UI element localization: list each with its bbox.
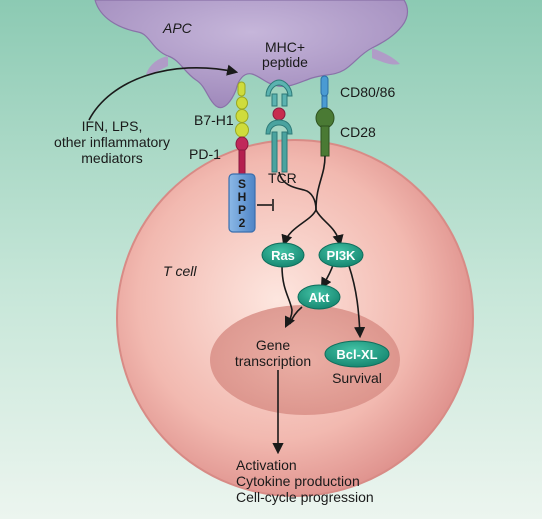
inflammatory-label-line2: other inflammatory	[54, 134, 170, 150]
shp2-digit-2: 2	[239, 216, 246, 230]
outcome-line2: Cytokine production	[236, 473, 360, 489]
inflammatory-label-line1: IFN, LPS,	[82, 118, 143, 134]
node-bclxl-label: Bcl-XL	[336, 347, 377, 362]
shp2-phosphatase: S H P 2	[228, 173, 256, 233]
node-ras-label: Ras	[271, 248, 295, 263]
pd1-label: PD-1	[189, 146, 221, 162]
node-akt-label: Akt	[309, 290, 331, 305]
node-pi3k: PI3K	[318, 242, 364, 268]
tcr-label: TCR	[268, 170, 297, 186]
cd28-label: CD28	[340, 124, 376, 140]
cd8086-label: CD80/86	[340, 84, 395, 100]
cd8086-ligand	[320, 75, 329, 109]
node-bclxl: Bcl-XL	[324, 340, 390, 368]
outcome-line3: Cell-cycle progression	[236, 489, 374, 505]
apc-label: APC	[162, 20, 193, 36]
b7h1-ligand	[235, 81, 249, 138]
inflammatory-label-line3: mediators	[81, 150, 142, 166]
tcell-label: T cell	[163, 263, 197, 279]
shp2-inhibition	[257, 199, 274, 211]
mhc-label-line1: MHC+	[265, 39, 305, 55]
shp2-letter-h: H	[238, 190, 247, 204]
nucleus	[210, 305, 400, 415]
mhc-tcr-complex	[265, 79, 293, 173]
gene-transcription-line1: Gene	[256, 337, 290, 353]
shp2-letter-p: P	[238, 203, 246, 217]
b7h1-label: B7-H1	[194, 112, 234, 128]
node-ras: Ras	[261, 242, 305, 268]
node-akt: Akt	[297, 284, 341, 310]
pd1-receptor	[235, 136, 249, 175]
cd28-receptor	[315, 107, 335, 157]
survival-label: Survival	[332, 370, 382, 386]
shp2-letter-s: S	[238, 177, 246, 191]
gene-transcription-line2: transcription	[235, 353, 311, 369]
mhc-label-line2: peptide	[262, 54, 308, 70]
node-pi3k-label: PI3K	[327, 248, 357, 263]
apc-cell	[94, 0, 409, 109]
outcome-line1: Activation	[236, 457, 297, 473]
